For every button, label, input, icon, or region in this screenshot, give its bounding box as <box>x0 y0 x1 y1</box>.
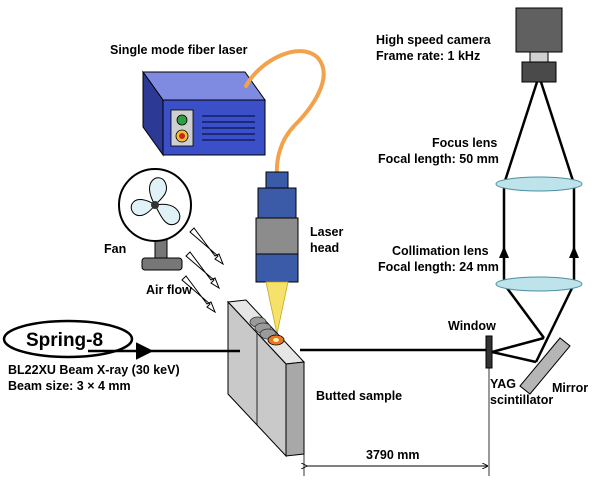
laser-head-label-line1: Laser <box>310 225 343 239</box>
spring8-ring <box>2 319 134 359</box>
air-flow-label: Air flow <box>146 283 192 297</box>
spring8-label: Spring-8 <box>26 330 103 351</box>
distance-label: 3790 mm <box>366 448 420 462</box>
camera-label-line2: Frame rate: 1 kHz <box>376 49 480 63</box>
focus-lens <box>495 176 583 192</box>
camera-label-line1: High speed camera <box>376 33 492 47</box>
focus-label-line1: Focus lens <box>432 136 497 150</box>
mirror-label: Mirror <box>552 381 588 395</box>
optical-fiber <box>244 49 326 177</box>
mirror-icon <box>519 337 571 395</box>
laser-source-label: Single mode fiber laser <box>110 43 248 57</box>
laser-source-icon <box>142 70 266 157</box>
camera-icon <box>515 7 563 83</box>
collimation-lens <box>495 276 583 292</box>
fan-icon <box>118 168 192 271</box>
air-flow-arrows <box>181 227 225 314</box>
collimation-label-line2: Focal length: 24 mm <box>378 260 499 274</box>
butted-sample <box>226 299 306 458</box>
laser-head-icon <box>255 171 299 335</box>
fan-label: Fan <box>104 242 126 256</box>
butted-sample-label: Butted sample <box>316 389 402 403</box>
window-label: Window <box>448 319 496 333</box>
yag-label-line1: YAG <box>490 377 516 391</box>
optical-path <box>491 81 576 364</box>
beam-info-line1: BL22XU Beam X-ray (30 keV) <box>8 363 180 377</box>
collimation-label-line1: Collimation lens <box>392 244 489 258</box>
focus-label-line2: Focal length: 50 mm <box>378 152 499 166</box>
window-scintillator <box>485 335 493 369</box>
upward-arrow-right <box>569 246 579 258</box>
laser-head-label-line2: head <box>310 241 339 255</box>
beam-info-line2: Beam size: 3 × 4 mm <box>8 379 131 393</box>
yag-label-line2: scintillator <box>490 393 553 407</box>
upward-arrow-left <box>499 246 509 258</box>
